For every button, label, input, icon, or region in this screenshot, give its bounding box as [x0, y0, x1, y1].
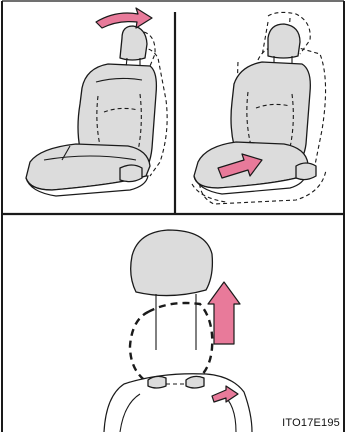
panel-headrest-removal [104, 230, 252, 432]
panel-seat-tilt [26, 8, 167, 196]
headrest-tilt-arrow-icon [96, 8, 152, 28]
headrest-shape-2 [268, 24, 300, 58]
headrest-lifted [131, 230, 213, 296]
headrest-shape [120, 26, 147, 60]
figure-code: ITO17E195 [282, 417, 340, 429]
panel-seat-slide [192, 12, 326, 204]
stowed-position-outline [130, 303, 212, 384]
